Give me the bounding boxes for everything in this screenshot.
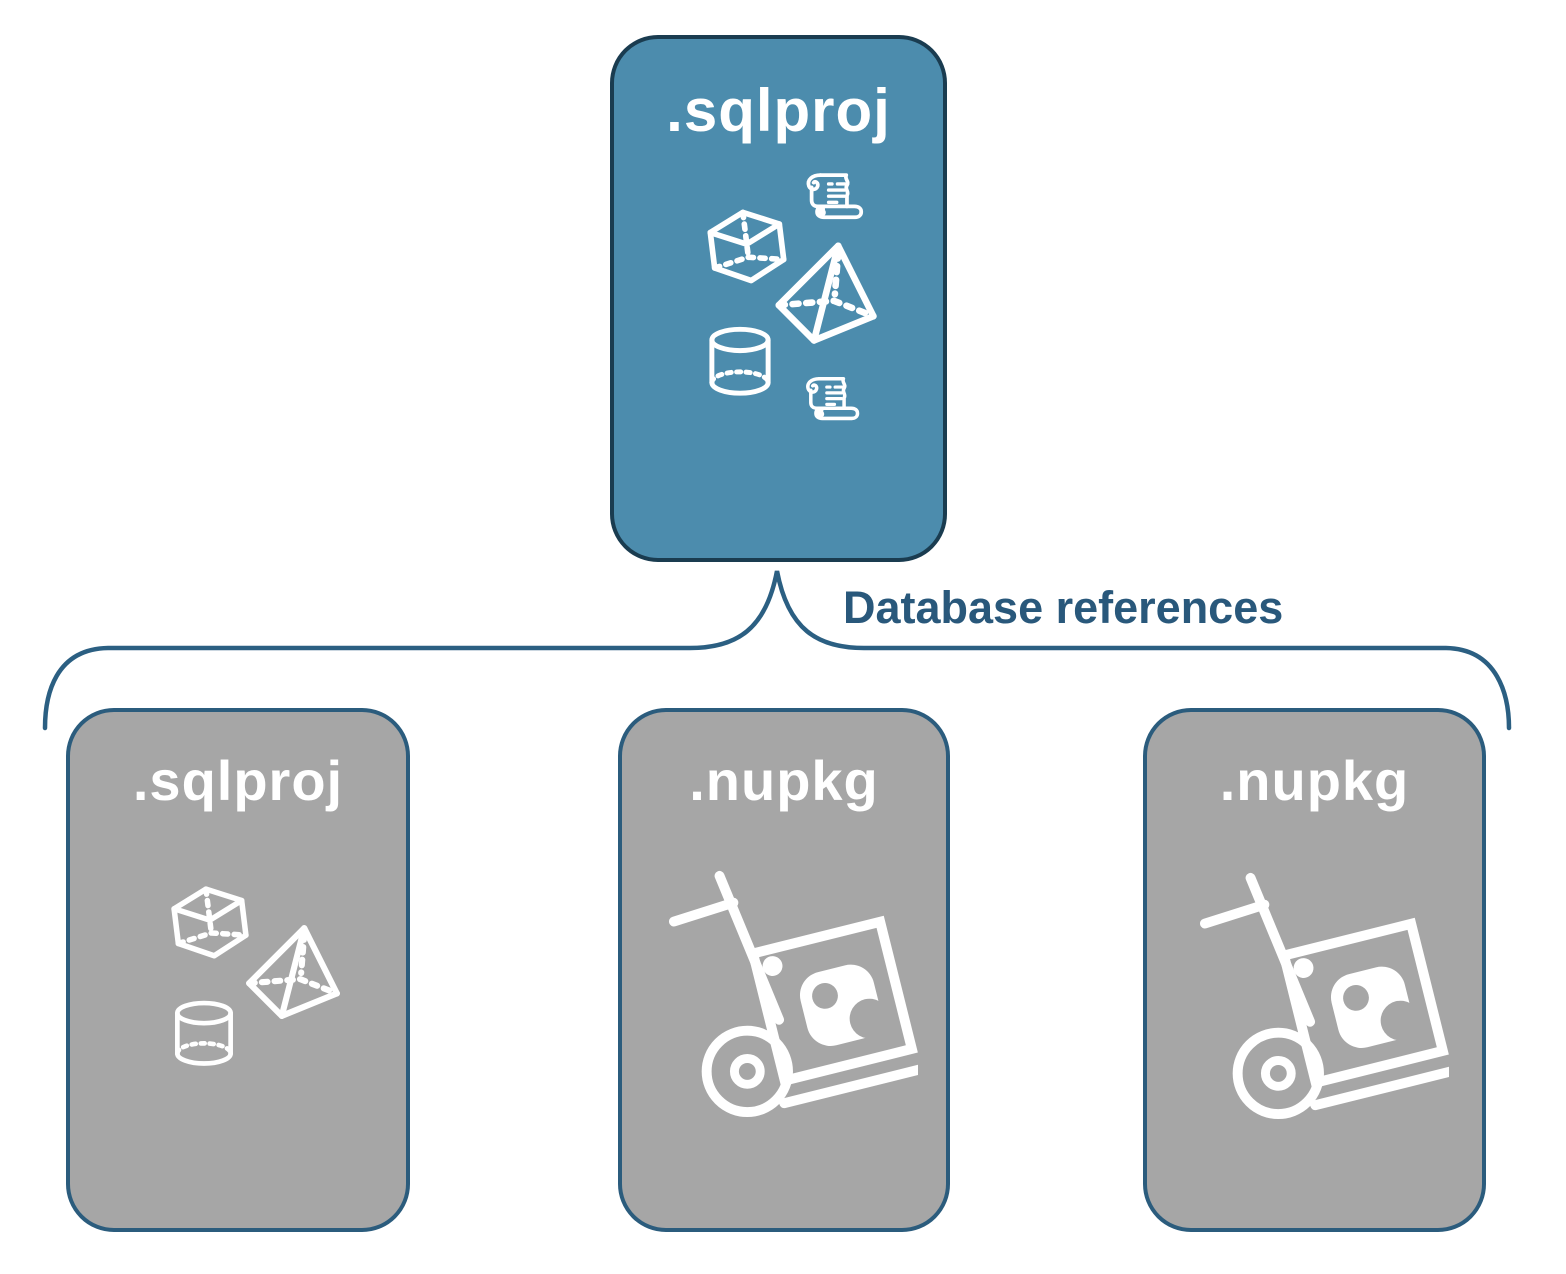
child-nupkg-box: .nupkg bbox=[618, 708, 950, 1232]
root-box-label: .sqlproj bbox=[666, 77, 891, 144]
nuget-hand-truck-icon bbox=[1191, 860, 1449, 1128]
child-box-label: .nupkg bbox=[1219, 749, 1410, 812]
child-box-label: .nupkg bbox=[689, 749, 879, 812]
scroll-icon bbox=[798, 371, 862, 439]
child-box-label: .sqlproj bbox=[132, 749, 344, 812]
cylinder-icon bbox=[702, 317, 778, 407]
cylinder-icon bbox=[168, 990, 240, 1078]
child-nupkg-box: .nupkg bbox=[1143, 708, 1486, 1232]
pyramid-icon bbox=[766, 237, 884, 347]
root-sqlproj-box: .sqlproj bbox=[610, 35, 947, 562]
pyramid-icon bbox=[238, 920, 346, 1022]
scroll-icon bbox=[798, 167, 866, 239]
nuget-hand-truck-icon bbox=[660, 858, 918, 1126]
connector-label: Database references bbox=[843, 582, 1284, 633]
child-sqlproj-box: .sqlproj bbox=[66, 708, 410, 1232]
